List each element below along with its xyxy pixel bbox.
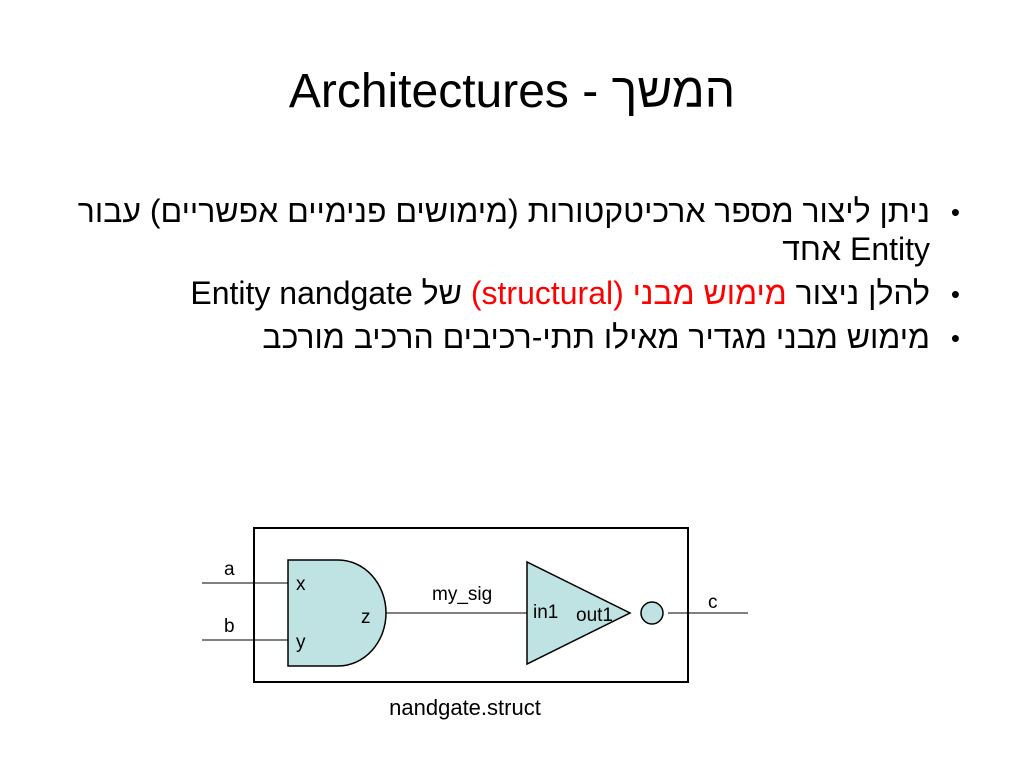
bullet-dot-icon: • — [950, 323, 960, 353]
bullet-item-2: • להלן ניצור מימוש מבני (structural) של … — [60, 274, 965, 312]
entity-box — [253, 527, 689, 683]
bullet-text-3: מימוש מבני מגדיר מאילו תתי-רכיבים הרכיב … — [262, 319, 930, 355]
bullet-item-3: • מימוש מבני מגדיר מאילו תתי-רכיבים הרכי… — [60, 318, 965, 356]
bullet-text-2a: להלן ניצור — [786, 275, 930, 311]
slide-title: המשך - Architectures — [288, 65, 736, 118]
and-output-z: z — [361, 607, 371, 628]
nandgate-diagram: a b x y z my_sig in1 out1 c nandgate.str… — [190, 520, 770, 730]
bullet-text-2b: של Entity nandgate — [190, 275, 471, 311]
and-gate-icon — [287, 559, 387, 667]
and-input-y: y — [296, 632, 306, 653]
inverter-triangle-icon — [526, 560, 632, 666]
inverter-output-out1: out1 — [576, 605, 613, 626]
bullet-list: • ניתן ליצור מספר ארכיטקטורות (מימושים פ… — [60, 192, 965, 362]
bullet-item-1: • ניתן ליצור מספר ארכיטקטורות (מימושים פ… — [60, 192, 965, 268]
label-c: c — [708, 592, 718, 613]
bullet-dot-icon: • — [950, 197, 960, 227]
bullet-text-1: ניתן ליצור מספר ארכיטקטורות (מימושים פני… — [77, 193, 930, 267]
inverter-input-in1: in1 — [533, 602, 558, 623]
bullet-highlight-structural: מימוש מבני (structural) — [470, 275, 787, 311]
diagram-caption: nandgate.struct — [389, 695, 541, 720]
label-b: b — [224, 616, 235, 637]
bullet-dot-icon: • — [950, 279, 960, 309]
inversion-bubble-icon — [640, 601, 664, 625]
signal-my-sig: my_sig — [432, 584, 492, 605]
nandgate-schematic: a b x y z my_sig in1 out1 c nandgate.str… — [202, 527, 748, 720]
label-a: a — [224, 559, 235, 580]
and-input-x: x — [296, 574, 306, 595]
